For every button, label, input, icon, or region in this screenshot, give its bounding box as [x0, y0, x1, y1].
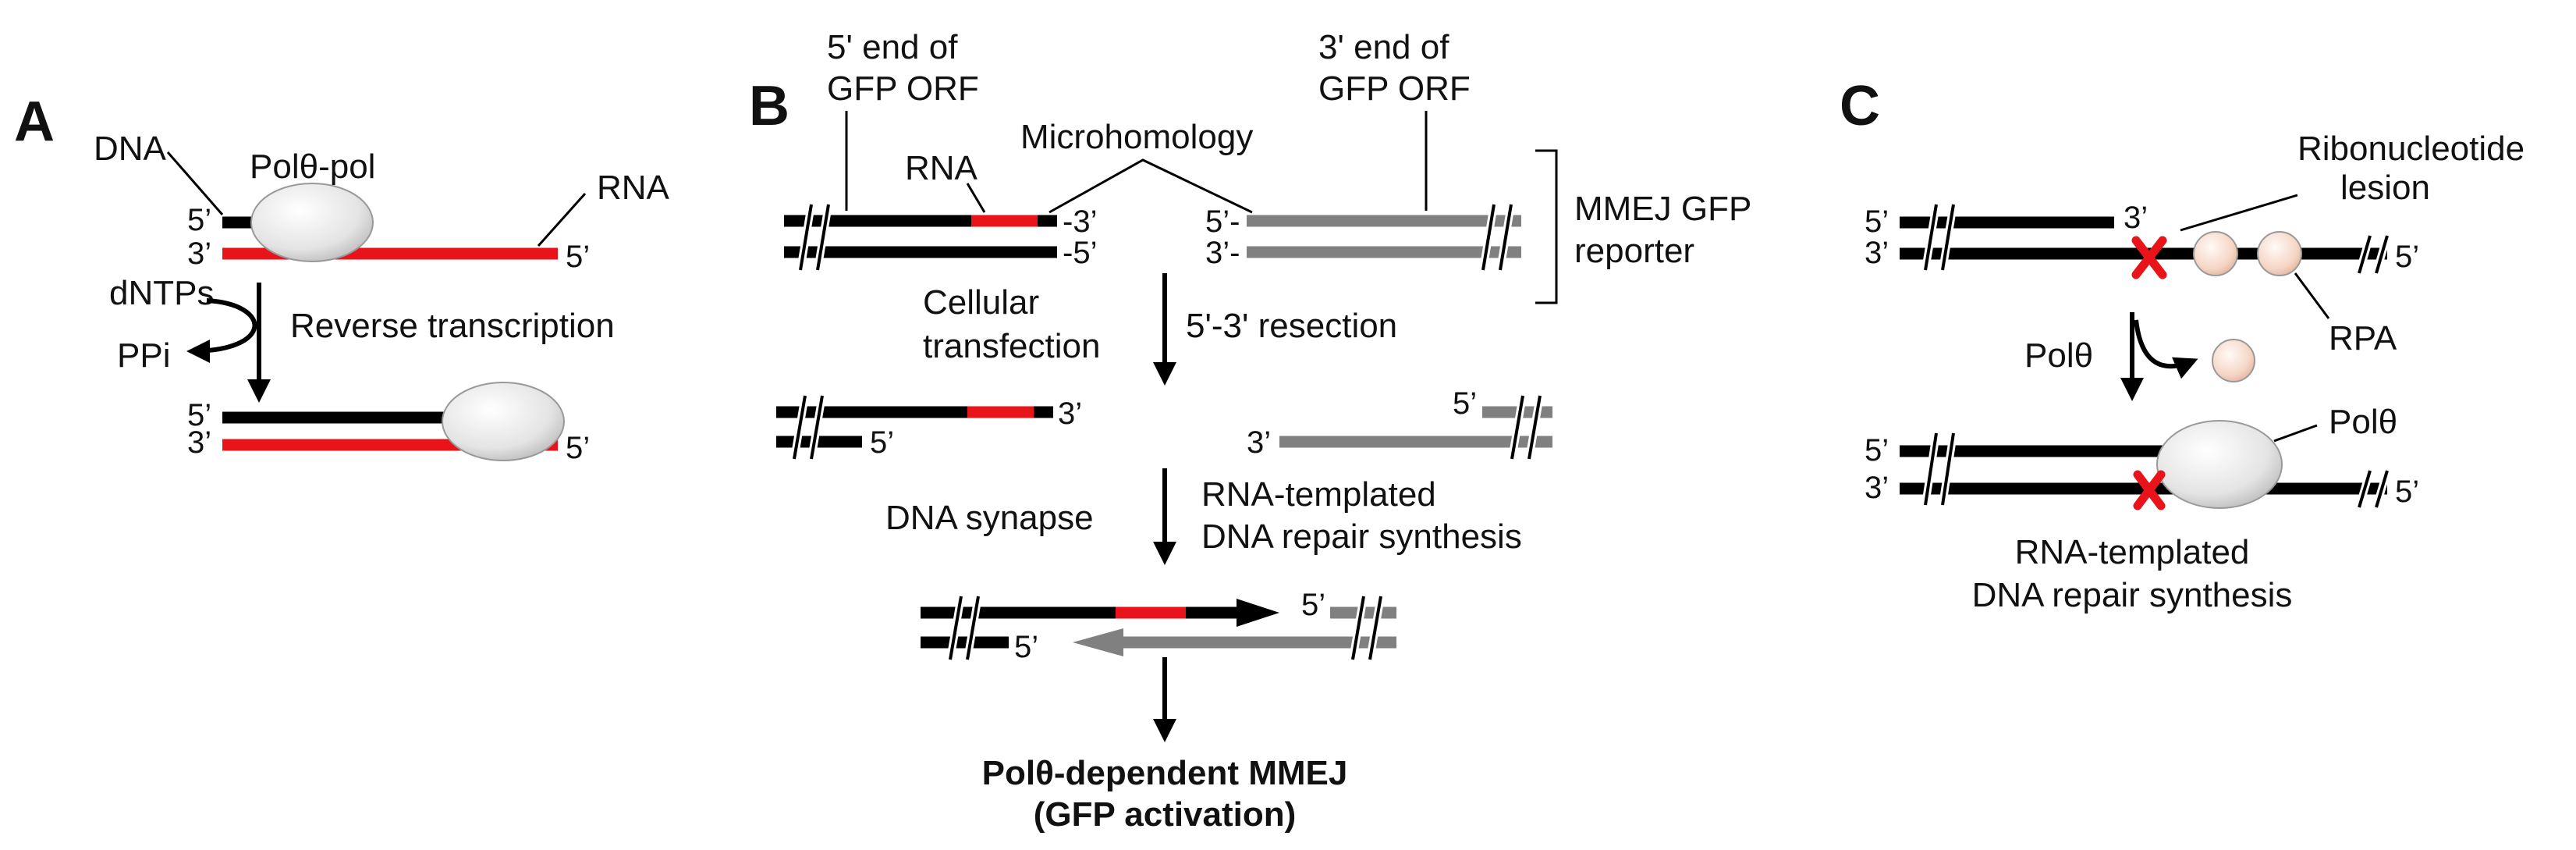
rpa-protein	[2212, 339, 2255, 382]
strand-end-label: 5’	[566, 240, 590, 274]
strand-end-label: 5’	[1865, 204, 1889, 239]
double-slash-break	[2355, 469, 2391, 509]
strand-end-label: 3’	[2124, 201, 2148, 235]
strand-end-label: 3’	[1058, 397, 1082, 431]
rpa-label: RPA	[2329, 319, 2397, 357]
synthesis-label: DNA repair synthesis	[1201, 517, 1522, 556]
resection-label: 5'-3' resection	[1186, 307, 1397, 345]
strand-end-label: 5’	[187, 203, 211, 237]
strand-end-label: 3’	[1247, 425, 1271, 460]
strand-end-label: 5’	[1014, 630, 1038, 664]
strand-end-label: 5’	[1865, 433, 1889, 468]
strand-end-label: 5’	[1453, 386, 1477, 421]
microhomology-label: Microhomology	[1020, 118, 1253, 156]
lesion-label: lesion	[2340, 169, 2430, 207]
rna-leader	[966, 183, 986, 213]
strand-end-label: 3’	[1865, 471, 1889, 505]
synthesis-label: RNA-templated	[2015, 533, 2250, 571]
strand-end-label: 3’	[187, 237, 211, 271]
panel-c-letter: C	[1840, 75, 1880, 137]
pol-theta-label: Polθ	[2329, 403, 2397, 441]
reverse-transcription-label: Reverse transcription	[290, 307, 615, 345]
rna-label: RNA	[597, 169, 670, 207]
rpa-displacement-arrow	[2134, 319, 2198, 379]
rpa-protein	[2257, 231, 2302, 276]
outcome-label: Polθ-dependent MMEJ	[982, 754, 1348, 792]
polymerase-theta-enzyme	[442, 382, 565, 461]
strand-end-label: 3’	[187, 425, 211, 460]
double-slash-break	[1921, 204, 1957, 271]
microhomology-leader	[1048, 158, 1253, 214]
polymerase-theta-enzyme	[250, 183, 374, 262]
pol-theta-leader	[2273, 424, 2318, 443]
double-slash-break	[946, 596, 982, 660]
synapse-label: DNA synapse	[885, 499, 1094, 537]
transfection-label: transfection	[923, 327, 1100, 365]
pol-theta-step-label: Polθ	[2024, 336, 2093, 375]
gfp-5-end-label: 5' end of	[827, 28, 958, 66]
ppi-label: PPi	[117, 336, 170, 375]
rpa-protein	[2193, 231, 2238, 276]
dna-label: DNA	[94, 130, 167, 168]
panel-c: C Ribonucleotide lesion 5’ 3’ 3’ 5’ RPA …	[1840, 75, 2525, 614]
strand-end-label: 5’	[2395, 475, 2419, 509]
outcome-label: (GFP activation)	[1034, 795, 1297, 834]
double-slash-break	[1349, 596, 1385, 660]
dntp-incorporation-arrow	[186, 298, 257, 363]
gfp-5-end-label: GFP ORF	[827, 69, 979, 108]
panel-b: B 5' end of GFP ORF 3' end of GFP ORF Mi…	[749, 28, 1751, 834]
strand-end-label: 5’	[187, 398, 211, 432]
polymerase-theta-enzyme	[2156, 420, 2283, 509]
reporter-bracket	[1535, 149, 1558, 304]
double-slash-break	[797, 204, 832, 271]
gfp-3-end-label: GFP ORF	[1318, 69, 1471, 108]
strand-end-label: 3’	[1865, 236, 1889, 270]
lesion-leader	[2180, 194, 2298, 232]
strand-end-label: -5’	[1063, 236, 1097, 270]
gray-strand-arrowhead	[1073, 628, 1123, 656]
synthesis-direction-arrowhead	[1237, 599, 1279, 627]
red-x-mark	[2131, 236, 2167, 279]
panel-a-letter: A	[14, 91, 55, 153]
strand-end-label: -3’	[1063, 204, 1097, 239]
double-slash-break	[1508, 395, 1544, 460]
lesion-label: Ribonucleotide	[2297, 130, 2525, 168]
gfp-3-end-label: 3' end of	[1318, 28, 1449, 66]
double-slash-break	[1921, 432, 1957, 506]
rna-label: RNA	[905, 149, 978, 187]
rna-leader-line	[537, 192, 587, 247]
panel-b-letter: B	[749, 75, 789, 137]
panel-a: A DNA Polθ-pol RNA 5’ 3’ 5’ dNTPs PPi Re…	[14, 91, 670, 465]
strand-end-label: 5’	[566, 431, 590, 465]
dna-leader-line	[166, 151, 224, 215]
dntps-label: dNTPs	[109, 274, 214, 312]
double-slash-break	[2355, 234, 2391, 275]
strand-end-label: 5’	[870, 425, 894, 460]
strand-end-label: 5’	[2395, 240, 2419, 274]
reporter-label: reporter	[1574, 232, 1694, 270]
transfection-label: Cellular	[923, 283, 1039, 322]
rpa-leader	[2294, 272, 2330, 319]
synthesis-label: RNA-templated	[1201, 475, 1436, 514]
synthesis-label: DNA repair synthesis	[1972, 576, 2293, 614]
strand-end-label: 5’	[1301, 588, 1325, 622]
double-slash-break	[1479, 204, 1515, 271]
double-slash-break	[790, 395, 826, 460]
red-x-mark	[2133, 470, 2166, 510]
strand-end-label: 5’-	[1205, 204, 1240, 239]
strand-end-label: 3’-	[1205, 236, 1240, 270]
polymerase-label: Polθ-pol	[250, 148, 375, 186]
reporter-label: MMEJ GFP	[1574, 190, 1751, 228]
